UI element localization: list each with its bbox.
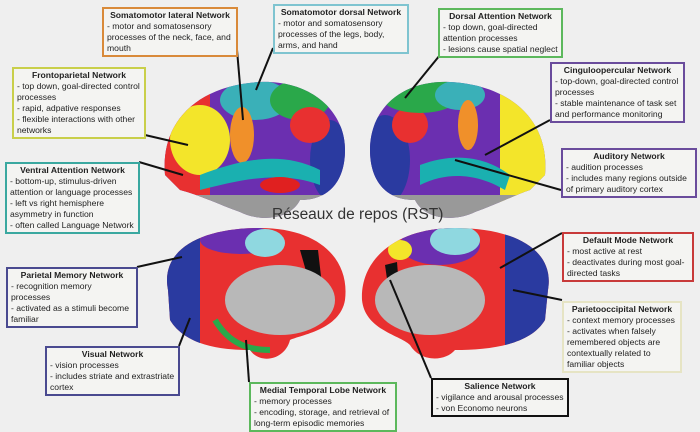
network-name: Auditory Network — [593, 151, 665, 161]
network-desc: - von Economo neurons — [436, 403, 528, 413]
network-desc: - encoding, storage, and retrieval of lo… — [254, 407, 390, 428]
network-desc: - activates when falsely remembered obje… — [567, 326, 661, 369]
network-name: Frontoparietal Network — [31, 70, 127, 80]
network-name: Parietooccipital Network — [571, 304, 673, 314]
network-desc: - rapid, adpative responses — [17, 103, 121, 113]
network-desc: - includes many regions outside of prima… — [566, 173, 687, 194]
network-name: Medial Temporal Lobe Network — [259, 385, 387, 395]
network-desc: - lesions cause spatial neglect — [443, 44, 558, 54]
label-ventral-attention: Ventral Attention Network - bottom-up, s… — [5, 162, 140, 234]
network-name: Default Mode Network — [582, 235, 674, 245]
brain-medial-right — [361, 228, 549, 359]
network-name: Visual Network — [81, 349, 144, 359]
network-name: Salience Network — [464, 381, 536, 391]
network-name: Somatomotor lateral Network — [110, 10, 230, 20]
network-desc: - stable maintenance of task set and per… — [555, 98, 677, 119]
network-desc: - flexible interactions with other netwo… — [17, 114, 135, 135]
label-salience: Salience Network - vigilance and arousal… — [431, 378, 569, 417]
network-desc: - top down, goal-directed control proces… — [17, 81, 140, 102]
network-desc: - motor and somatosensory processes of t… — [107, 21, 231, 53]
network-desc: - top-down, goal-directed control proces… — [555, 76, 679, 97]
label-parietooccipital: Parietooccipital Network - context memor… — [562, 301, 682, 373]
diagram-title: Réseaux de repos (RST) — [272, 206, 444, 223]
network-desc: - vigilance and arousal processes — [436, 392, 564, 402]
network-desc: - motor and somatosensory processes of t… — [278, 18, 385, 50]
network-name: Ventral Attention Network — [20, 165, 125, 175]
network-name: Cinguloopercular Network — [563, 65, 672, 75]
network-desc: - recognition memory processes — [11, 281, 92, 302]
network-desc: - often called Language Network — [10, 220, 134, 230]
label-medial-temporal-lobe: Medial Temporal Lobe Network - memory pr… — [249, 382, 397, 432]
label-somatomotor-dorsal: Somatomotor dorsal Network - motor and s… — [273, 4, 409, 54]
label-somatomotor-lateral: Somatomotor lateral Network - motor and … — [102, 7, 238, 57]
network-desc: - bottom-up, stimulus-driven attention o… — [10, 176, 133, 197]
label-frontoparietal: Frontoparietal Network - top down, goal-… — [12, 67, 146, 139]
label-visual: Visual Network - vision processes - incl… — [45, 346, 180, 396]
network-desc: - top down, goal-directed attention proc… — [443, 22, 538, 43]
label-parietal-memory: Parietal Memory Network - recognition me… — [6, 267, 138, 328]
network-desc: - left vs right hemisphere asymmetry in … — [10, 198, 105, 219]
network-desc: - deactivates during most goal-directed … — [567, 257, 685, 278]
label-dorsal-attention: Dorsal Attention Network - top down, goa… — [438, 8, 563, 58]
brain-medial-left — [166, 228, 346, 359]
label-auditory: Auditory Network - audition processes - … — [561, 148, 697, 198]
network-desc: - includes striate and extrastriate cort… — [50, 371, 175, 392]
label-cinguloopercular: Cinguloopercular Network - top-down, goa… — [550, 62, 685, 123]
network-desc: - context memory processes — [567, 315, 675, 325]
network-desc: - activated as a stimuli become familiar — [11, 303, 129, 324]
network-desc: - memory processes — [254, 396, 332, 406]
network-desc: - audition processes — [566, 162, 643, 172]
label-default-mode: Default Mode Network - most active at re… — [562, 232, 694, 282]
network-name: Dorsal Attention Network — [449, 11, 552, 21]
network-name: Parietal Memory Network — [20, 270, 124, 280]
network-desc: - vision processes — [50, 360, 119, 370]
network-desc: - most active at rest — [567, 246, 642, 256]
leader-lines — [136, 47, 563, 383]
network-name: Somatomotor dorsal Network — [280, 7, 402, 17]
